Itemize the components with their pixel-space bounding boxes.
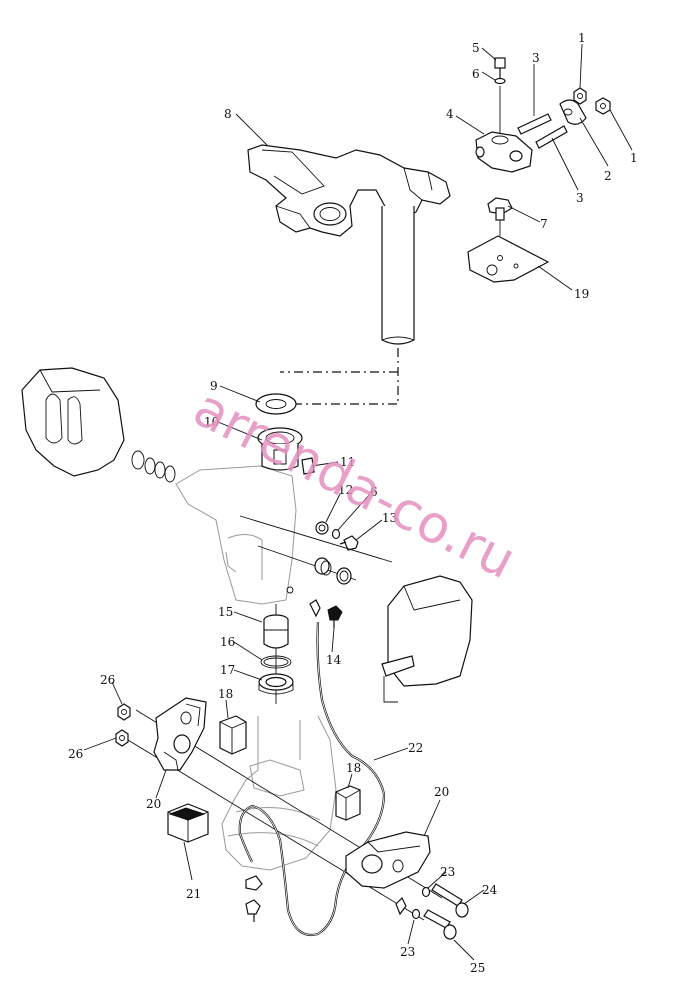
callout-3a: 3 bbox=[532, 51, 540, 65]
part-20-bracket-right bbox=[345, 831, 431, 889]
part-25-bolt bbox=[423, 909, 457, 940]
part-5-bolt bbox=[494, 57, 506, 78]
right-spring-ring bbox=[314, 557, 352, 585]
callout-15: 15 bbox=[218, 605, 233, 619]
wire-clip-upper bbox=[309, 599, 321, 618]
callout-8: 8 bbox=[224, 107, 232, 121]
callout-20a: 20 bbox=[146, 797, 161, 811]
callout-4: 4 bbox=[446, 107, 454, 121]
callout-5: 5 bbox=[472, 41, 480, 55]
part-3-studs bbox=[517, 113, 568, 149]
wire-terminal-lower bbox=[395, 896, 407, 916]
callout-labels: 1 1 2 3 3 4 5 6 6 7 8 9 10 11 12 13 14 1… bbox=[68, 31, 638, 975]
part-14-bolt bbox=[327, 605, 343, 628]
callout-2: 2 bbox=[604, 169, 612, 183]
callout-26a: 26 bbox=[100, 673, 115, 687]
callout-1a: 1 bbox=[578, 31, 586, 45]
part-26-nuts bbox=[115, 703, 131, 747]
callout-3b: 3 bbox=[576, 191, 584, 205]
callout-16: 16 bbox=[220, 635, 235, 649]
part-19-gasket bbox=[467, 235, 550, 283]
callout-17: 17 bbox=[220, 663, 235, 677]
callout-23a: 23 bbox=[440, 865, 455, 879]
part-18-mount-lower bbox=[335, 785, 361, 821]
part-15-bushing bbox=[263, 614, 289, 649]
callout-20b: 20 bbox=[434, 785, 449, 799]
callout-11: 11 bbox=[340, 455, 355, 469]
callout-12: 12 bbox=[338, 483, 353, 497]
callout-13: 13 bbox=[382, 511, 397, 525]
watermark-text: arrenda-co.ru bbox=[184, 378, 524, 591]
axis-line-mid bbox=[239, 515, 393, 563]
left-cover-housing bbox=[21, 367, 125, 477]
callout-19: 19 bbox=[574, 287, 589, 301]
part-12-cap bbox=[315, 521, 329, 535]
callout-18a: 18 bbox=[218, 687, 233, 701]
callout-22: 22 bbox=[408, 741, 423, 755]
part-6-washer-mid bbox=[331, 528, 341, 540]
grease-nipple bbox=[286, 586, 294, 594]
callout-6a: 6 bbox=[472, 67, 480, 81]
callout-25: 25 bbox=[470, 961, 485, 975]
callout-24: 24 bbox=[482, 883, 498, 897]
callout-6b: 6 bbox=[370, 485, 378, 499]
lower-housing-fasteners bbox=[245, 875, 263, 922]
callout-10: 10 bbox=[204, 415, 219, 429]
leader-lines bbox=[83, 43, 633, 961]
callout-9: 9 bbox=[210, 379, 218, 393]
part-4-bracket bbox=[475, 131, 533, 173]
part-9-washer bbox=[255, 393, 297, 415]
callout-23b: 23 bbox=[400, 945, 415, 959]
part-11-key bbox=[301, 457, 315, 475]
part-22-wire-core bbox=[239, 621, 385, 936]
swivel-housing-ghost bbox=[175, 465, 297, 605]
assembly-dash-line bbox=[280, 348, 399, 405]
part-21-block bbox=[167, 803, 209, 843]
part-7-fitting bbox=[487, 197, 513, 221]
callout-26b: 26 bbox=[68, 747, 83, 761]
part-22-wire bbox=[238, 621, 386, 937]
part-1-nuts bbox=[573, 87, 611, 115]
callout-21: 21 bbox=[186, 887, 201, 901]
part-24-bolt bbox=[431, 883, 469, 918]
part-23-washers bbox=[411, 886, 431, 920]
part-18-mount-upper bbox=[219, 715, 247, 755]
part-20-bracket-left bbox=[153, 697, 207, 771]
callout-18b: 18 bbox=[346, 761, 361, 775]
part-2-washer-plate bbox=[559, 99, 587, 125]
callout-1b: 1 bbox=[630, 151, 638, 165]
part-17-seal bbox=[258, 673, 294, 695]
right-cover-housing bbox=[381, 575, 473, 703]
part-6-washer-top bbox=[494, 77, 506, 85]
callout-7: 7 bbox=[540, 217, 548, 231]
part-13-bolt bbox=[339, 535, 359, 551]
callout-14: 14 bbox=[326, 653, 342, 667]
part-8-steering-bracket bbox=[247, 144, 451, 345]
left-rings-springs bbox=[131, 450, 176, 483]
part-16-o-ring bbox=[260, 655, 292, 669]
